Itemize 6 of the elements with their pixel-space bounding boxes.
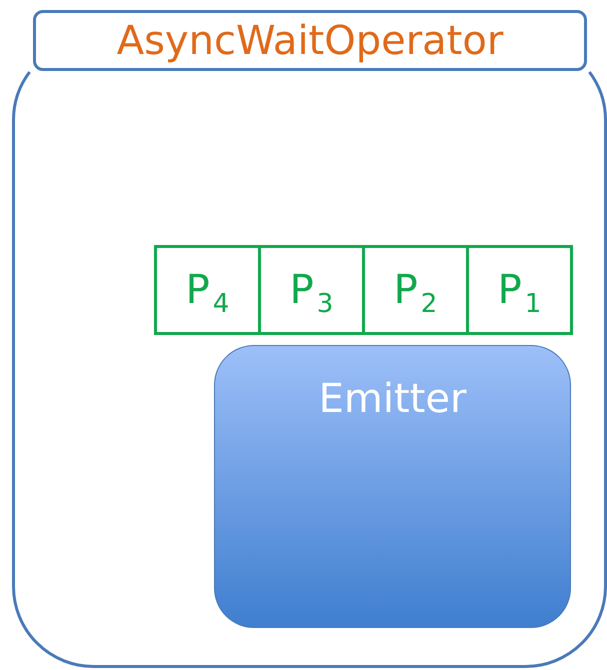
title-tab: AsyncWaitOperator xyxy=(33,10,587,71)
queue-slot: P$_{3}$ xyxy=(258,245,365,335)
queue-slot: P$_{1}$ xyxy=(466,245,573,335)
queue-slot: P$_{2}$ xyxy=(362,245,469,335)
emitter-box: Emitter xyxy=(214,345,571,628)
queue-slot: P$_{4}$ xyxy=(154,245,261,335)
